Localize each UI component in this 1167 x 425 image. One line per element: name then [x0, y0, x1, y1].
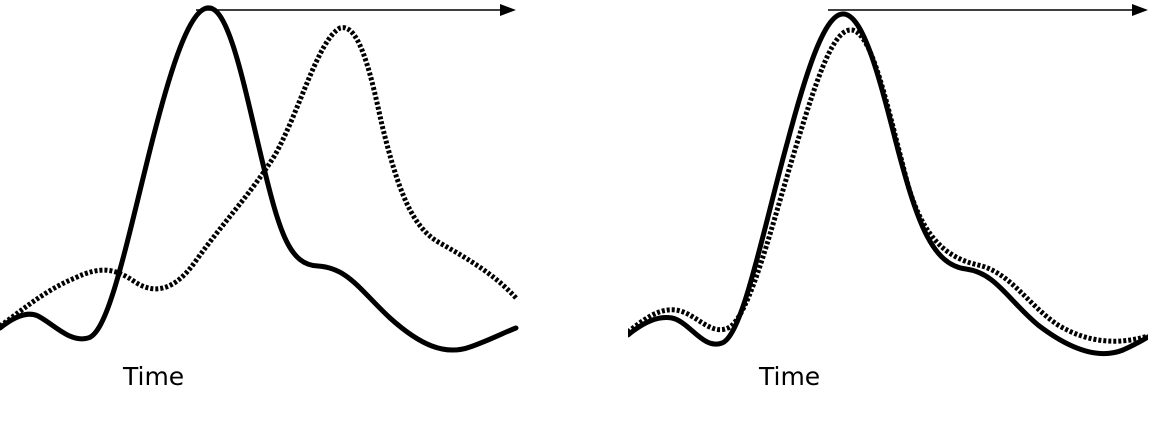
solid-curve [628, 11, 1148, 356]
solid-curve [0, 5, 519, 353]
aligned-panel: Time [628, 0, 1148, 425]
dotted-curve [628, 27, 1148, 344]
time-axis-label: Time [123, 362, 185, 391]
misaligned-curves [0, 5, 519, 353]
time-axis-label: Time [759, 362, 821, 391]
misaligned-panel: Time [0, 0, 520, 425]
dotted-curve [0, 25, 518, 329]
time-arrow-icon [196, 4, 516, 16]
time-arrow-icon [828, 4, 1148, 16]
aligned-curves [628, 11, 1148, 356]
